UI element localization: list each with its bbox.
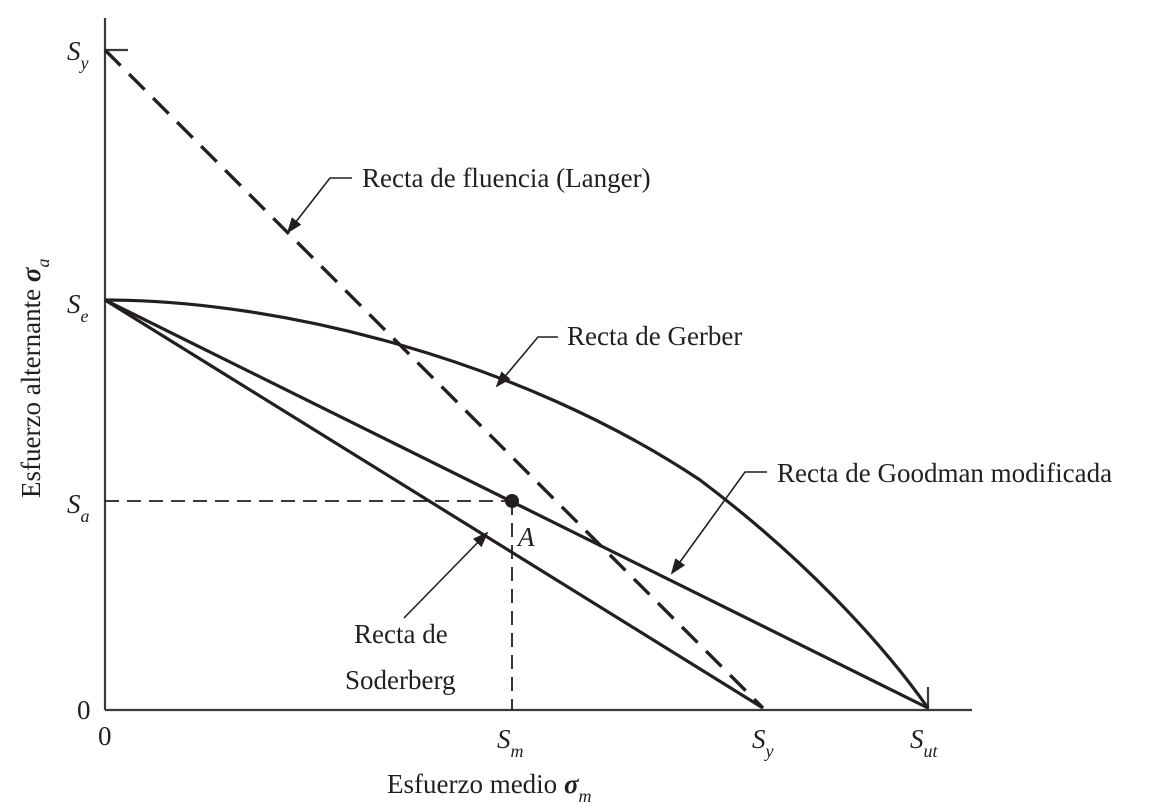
soderberg-label-line1: Recta de bbox=[354, 619, 448, 649]
gerber-curve bbox=[104, 298, 930, 709]
langer-yield-line bbox=[103, 48, 765, 710]
x-tick-sy: Sy bbox=[752, 724, 774, 761]
soderberg-leader bbox=[403, 531, 489, 619]
goodman-leader bbox=[670, 471, 767, 575]
gerber-leader bbox=[495, 336, 558, 388]
goodman-label: Recta de Goodman modificada bbox=[777, 458, 1112, 488]
point-a-label: A bbox=[516, 522, 535, 552]
langer-label: Recta de fluencia (Langer) bbox=[362, 163, 651, 193]
x-tick-sut: Sut bbox=[910, 724, 939, 761]
y-tick-se: Se bbox=[67, 289, 89, 326]
x-tick-sm: Sm bbox=[497, 724, 524, 761]
soderberg-line bbox=[104, 298, 764, 710]
y-tick-origin: 0 bbox=[77, 695, 91, 725]
y-tick-sa: Sa bbox=[67, 489, 90, 526]
x-tick-origin: 0 bbox=[98, 721, 112, 751]
y-axis-title: Esfuerzo alternante σa bbox=[16, 259, 53, 498]
langer-leader bbox=[286, 177, 352, 234]
soderberg-label-line2: Soderberg bbox=[345, 665, 455, 695]
point-a-marker bbox=[505, 494, 519, 508]
x-axis-title: Esfuerzo medio σm bbox=[387, 769, 592, 806]
y-tick-sy: Sy bbox=[67, 36, 89, 73]
gerber-label: Recta de Gerber bbox=[567, 321, 742, 351]
